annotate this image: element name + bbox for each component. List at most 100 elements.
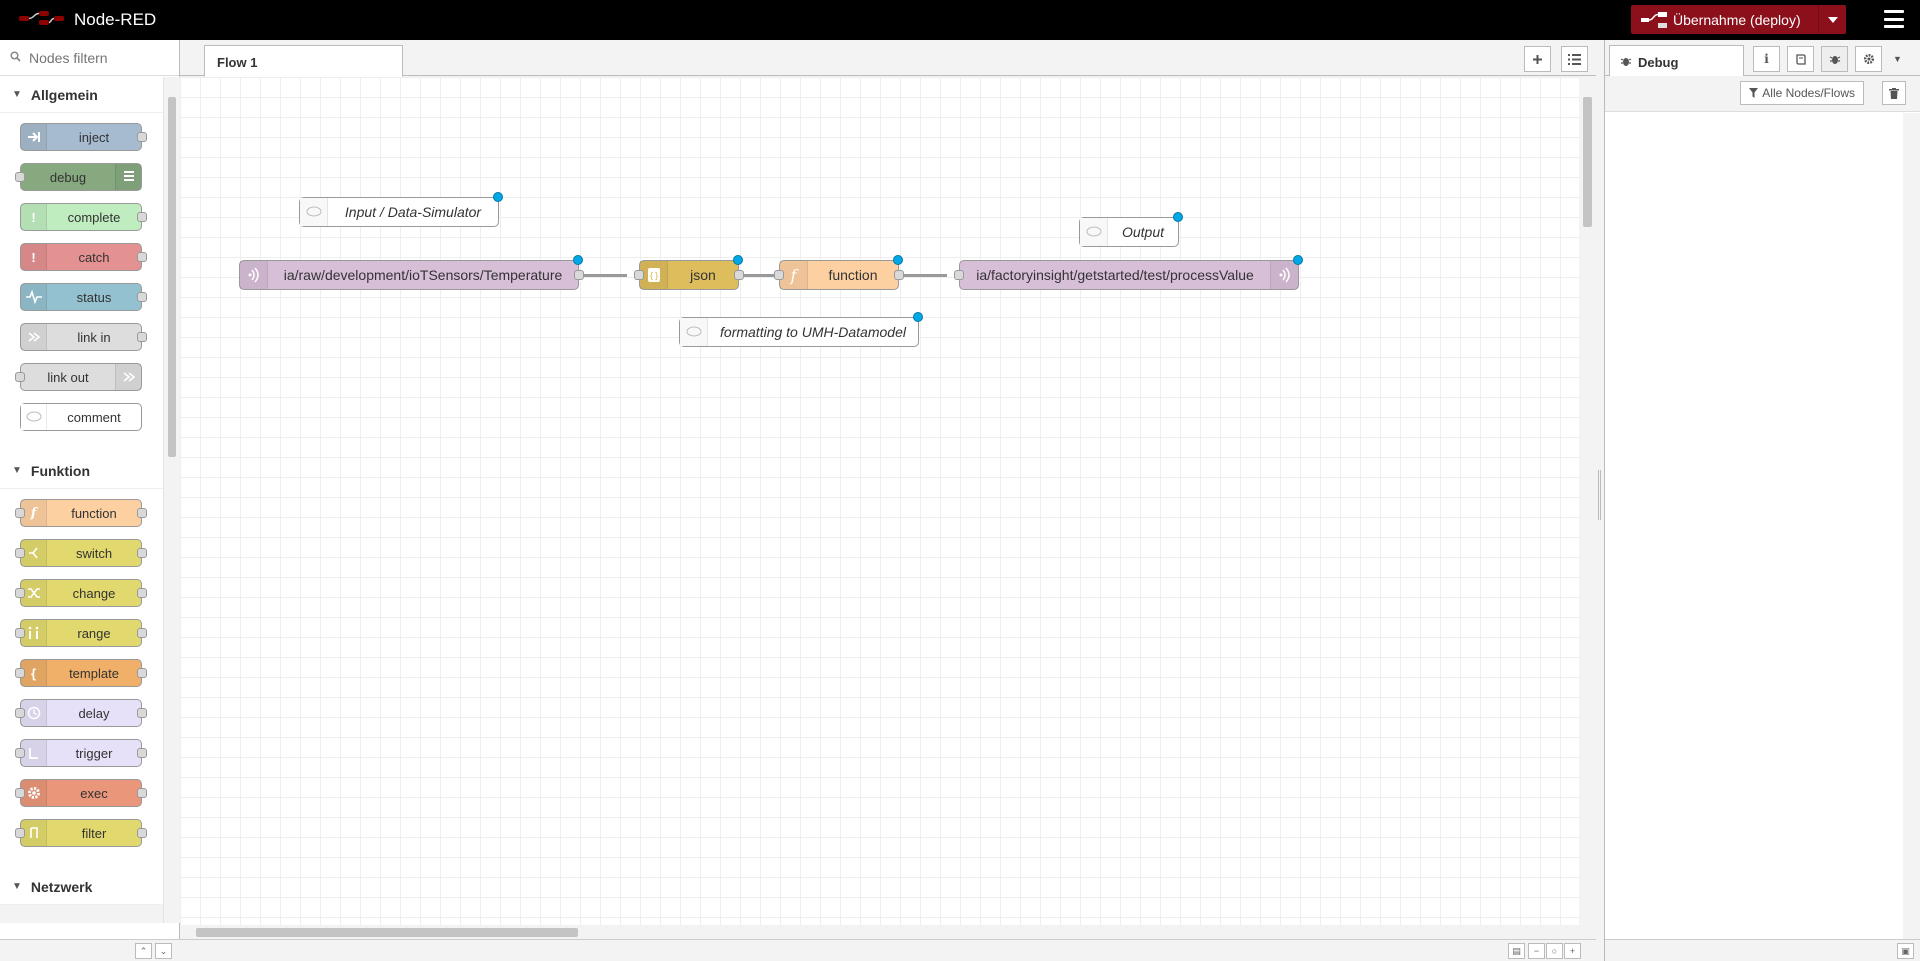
resize-grip-icon[interactable]	[1598, 470, 1601, 520]
palette-node-comment[interactable]: comment	[20, 403, 142, 431]
palette-node-status[interactable]: status	[20, 283, 147, 311]
input-port[interactable]	[954, 270, 964, 280]
palette-node-catch[interactable]: ! catch	[20, 243, 147, 271]
chevron-down-icon: ▼	[12, 89, 22, 100]
input-port[interactable]	[15, 588, 25, 598]
palette-node-exec[interactable]: exec	[15, 779, 147, 807]
palette-node-range[interactable]: range	[15, 619, 147, 647]
tab-debug[interactable]: Debug	[1609, 45, 1744, 77]
output-port[interactable]	[137, 548, 147, 558]
category-header-funktion[interactable]: ▼ Funktion	[0, 453, 163, 489]
input-port[interactable]	[15, 788, 25, 798]
output-port[interactable]	[137, 132, 147, 142]
cog-icon	[21, 780, 47, 806]
clear-debug-button[interactable]	[1882, 81, 1906, 105]
input-port[interactable]	[634, 270, 644, 280]
palette-node-trigger[interactable]: trigger	[15, 739, 147, 767]
workspace-vertical-scrollbar-thumb[interactable]	[1583, 97, 1592, 227]
input-port[interactable]	[15, 748, 25, 758]
output-port[interactable]	[574, 270, 584, 280]
palette-scrollbar[interactable]	[163, 77, 180, 923]
input-port[interactable]	[15, 172, 25, 182]
palette-node-inject[interactable]: inject	[20, 123, 147, 151]
zoom-in-icon[interactable]: +	[1564, 943, 1581, 959]
palette-node-complete[interactable]: ! complete	[20, 203, 147, 231]
input-port[interactable]	[15, 708, 25, 718]
palette-node-link-in[interactable]: link in	[20, 323, 147, 351]
output-port[interactable]	[137, 748, 147, 758]
sidebar-separator[interactable]	[1596, 40, 1604, 961]
palette-node-change[interactable]: change	[15, 579, 147, 607]
output-port[interactable]	[137, 252, 147, 262]
palette-node-delay[interactable]: delay	[15, 699, 147, 727]
debug-tab[interactable]	[1821, 46, 1848, 72]
changed-indicator	[493, 192, 503, 202]
output-port[interactable]	[137, 668, 147, 678]
output-port[interactable]	[137, 628, 147, 638]
mqtt-in-node[interactable]: ia/raw/development/ioTSensors/Temperatur…	[239, 255, 584, 290]
palette-node-template[interactable]: { template	[15, 659, 147, 687]
input-port[interactable]	[15, 628, 25, 638]
config-tab[interactable]	[1855, 46, 1882, 72]
category-body-funktion: f function switch ch	[0, 489, 163, 869]
category-header-netzwerk[interactable]: ▼ Netzwerk	[0, 869, 163, 905]
palette-node-function[interactable]: f function	[15, 499, 147, 527]
output-port[interactable]	[137, 332, 147, 342]
tab-flow-1[interactable]: Flow 1	[204, 45, 403, 77]
input-port[interactable]	[15, 828, 25, 838]
output-port[interactable]	[734, 270, 744, 280]
collapse-all-icon[interactable]: ⌃	[135, 943, 152, 959]
monitor-icon[interactable]: ▣	[1897, 943, 1914, 959]
deploy-button[interactable]: Übernahme (deploy)	[1631, 5, 1846, 34]
flow-list-button[interactable]	[1561, 46, 1588, 72]
comment-node-output[interactable]: Output	[1079, 212, 1183, 247]
comment-node-format[interactable]: formatting to UMH-Datamodel	[679, 312, 923, 347]
zoom-out-icon[interactable]: −	[1528, 943, 1545, 959]
input-port[interactable]	[15, 668, 25, 678]
output-port[interactable]	[137, 788, 147, 798]
zoom-reset-icon[interactable]: ○	[1546, 943, 1563, 959]
category-header-allgemein[interactable]: ▼ Allgemein	[0, 77, 163, 113]
function-node[interactable]: f function	[774, 255, 904, 290]
wire[interactable]	[899, 274, 947, 277]
expand-all-icon[interactable]: ⌄	[155, 943, 172, 959]
input-port[interactable]	[15, 548, 25, 558]
workspace-horizontal-scrollbar[interactable]	[180, 925, 1579, 939]
mqtt-out-node[interactable]: ia/factoryinsight/getstarted/test/proces…	[954, 255, 1303, 290]
input-port[interactable]	[15, 372, 25, 382]
navigator-icon[interactable]: ▤	[1508, 943, 1525, 959]
help-tab[interactable]	[1787, 46, 1814, 72]
comment-node-input[interactable]: Input / Data-Simulator	[299, 192, 503, 227]
output-port[interactable]	[137, 212, 147, 222]
workspace-vertical-scrollbar[interactable]	[1579, 77, 1596, 925]
json-node[interactable]: {} json	[634, 255, 744, 290]
output-port[interactable]	[137, 588, 147, 598]
info-tab[interactable]: i	[1753, 46, 1780, 72]
sidebar-menu-caret-icon[interactable]: ▼	[1893, 54, 1902, 64]
output-port[interactable]	[894, 270, 904, 280]
palette-node-debug[interactable]: debug	[15, 163, 142, 191]
workspace-horizontal-scrollbar-thumb[interactable]	[196, 928, 578, 937]
palette-node-link-out[interactable]: link out	[15, 363, 142, 391]
flow-canvas[interactable]: Input / Data-Simulator Output formatting…	[180, 77, 1579, 925]
deploy-menu-caret[interactable]	[1818, 5, 1846, 34]
output-port[interactable]	[137, 708, 147, 718]
output-port[interactable]	[137, 508, 147, 518]
wire[interactable]	[740, 274, 778, 277]
wire[interactable]	[581, 274, 627, 277]
palette-scrollbar-thumb[interactable]	[168, 97, 176, 457]
debug-filter-button[interactable]: Alle Nodes/Flows	[1740, 81, 1864, 105]
palette-search-input[interactable]	[27, 48, 167, 67]
filter-icon	[1749, 88, 1759, 98]
input-port[interactable]	[15, 508, 25, 518]
palette-node-filter[interactable]: filter	[15, 819, 147, 847]
debug-scrollbar[interactable]	[1903, 113, 1920, 939]
node-red-logo-icon	[18, 9, 66, 32]
output-port[interactable]	[137, 292, 147, 302]
add-flow-button[interactable]	[1524, 46, 1551, 72]
main-menu-button[interactable]	[1884, 10, 1904, 28]
output-port[interactable]	[137, 828, 147, 838]
debug-icon	[115, 164, 141, 190]
palette-node-switch[interactable]: switch	[15, 539, 147, 567]
input-port[interactable]	[774, 270, 784, 280]
